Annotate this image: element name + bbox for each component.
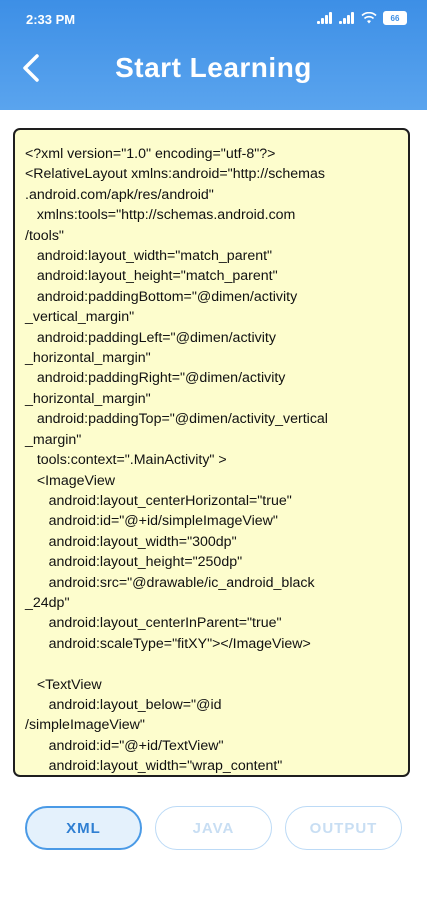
xml-code: <?xml version="1.0" encoding="utf-8"?> <… [25, 146, 328, 775]
cell-signal-2-icon [339, 12, 355, 24]
tab-java[interactable]: JAVA [155, 806, 272, 850]
tab-output[interactable]: OUTPUT [285, 806, 402, 850]
code-viewer[interactable]: <?xml version="1.0" encoding="utf-8"?> <… [13, 128, 410, 777]
tab-xml[interactable]: XML [25, 806, 142, 850]
page-title: Start Learning [115, 52, 312, 83]
back-button[interactable] [14, 50, 48, 86]
wifi-icon [361, 12, 377, 24]
cell-signal-icon [317, 12, 333, 24]
chevron-left-icon [23, 54, 39, 82]
app-bar: 2:33 PM 66 Start Learning [0, 0, 427, 110]
status-bar: 2:33 PM 66 [0, 0, 427, 40]
tab-bar: XML JAVA OUTPUT [0, 806, 427, 852]
status-icons: 66 [317, 11, 407, 25]
status-time: 2:33 PM [26, 12, 76, 27]
battery-icon: 66 [383, 11, 407, 25]
